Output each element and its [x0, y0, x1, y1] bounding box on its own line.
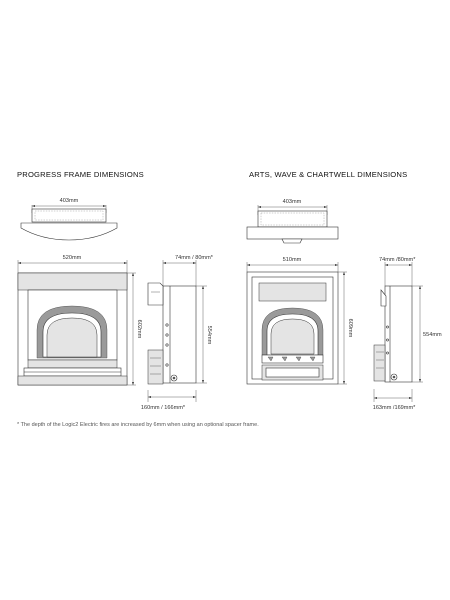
- arts-side-bottom-depth-label: 163mm /169mm*: [373, 405, 416, 411]
- progress-top-width-label: 403mm: [60, 198, 79, 204]
- progress-front-view: 520mm 602mm: [17, 255, 142, 386]
- progress-frame-section: PROGRESS FRAME DIMENSIONS 403mm 520mm: [17, 170, 214, 411]
- arts-top-view: 403mm: [246, 199, 339, 244]
- footnote: * The depth of the Logic2 Electric fires…: [17, 422, 259, 428]
- arts-side-view: 74mm /80mm* 554mm: [373, 257, 442, 411]
- progress-side-bottom-depth-label: 160mm / 166mm*: [141, 405, 186, 411]
- progress-front-height-label: 602mm: [136, 320, 142, 339]
- progress-side-body: [162, 285, 197, 384]
- arts-front-height-label: 609mm: [347, 319, 353, 338]
- arts-front-width-label: 510mm: [283, 257, 302, 263]
- progress-side-top-depth-label: 74mm / 80mm*: [175, 255, 214, 261]
- arts-front-view: 510mm 609mm: [246, 257, 353, 385]
- arts-section-title: ARTS, WAVE & CHARTWELL DIMENSIONS: [249, 170, 407, 179]
- progress-section-title: PROGRESS FRAME DIMENSIONS: [17, 170, 144, 179]
- progress-top-frame-curve: [20, 222, 118, 241]
- arts-side-body: [384, 285, 413, 383]
- progress-side-view: 74mm / 80mm* 554mm: [141, 255, 214, 411]
- progress-top-view: 403mm: [20, 198, 118, 241]
- arts-side-top-depth-label: 74mm /80mm*: [379, 257, 416, 263]
- arts-section: ARTS, WAVE & CHARTWELL DIMENSIONS 403mm …: [246, 170, 442, 411]
- arts-top-frame: [246, 226, 339, 240]
- progress-top-firebox: [31, 208, 107, 223]
- progress-side-height-label: 554mm: [206, 326, 212, 345]
- progress-front-width-label: 520mm: [63, 255, 82, 261]
- arts-top-width-label: 403mm: [283, 199, 302, 205]
- arts-side-height-label: 554mm: [423, 332, 442, 338]
- arts-top-firebox: [257, 210, 328, 228]
